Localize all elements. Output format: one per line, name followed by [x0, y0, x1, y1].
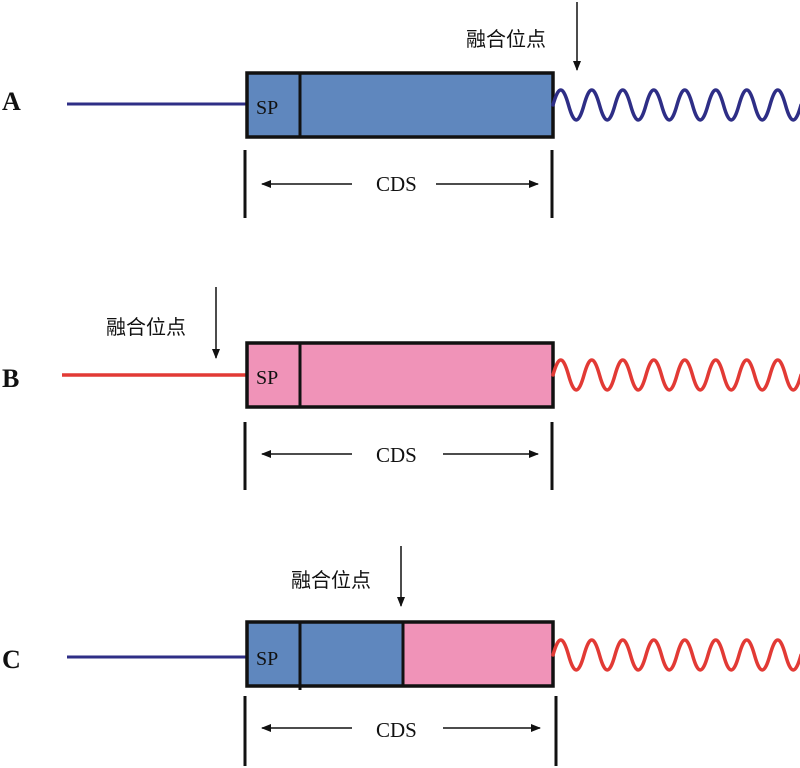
panel-a-fusion-label: 融合位点 — [466, 27, 546, 51]
panel-c-sp-label: SP — [256, 648, 278, 670]
panel-c-label: C — [2, 645, 21, 674]
panel-b: B SP 融合位点 CDS — [2, 287, 800, 490]
panel-b-sp-label: SP — [256, 367, 278, 389]
panel-a-cds-box — [245, 71, 555, 139]
panel-c-fusion-label: 融合位点 — [291, 568, 371, 592]
panel-a-sp-label: SP — [256, 97, 278, 119]
panel-a-label: A — [2, 87, 21, 116]
panel-b-label: B — [2, 364, 19, 393]
panel-b-cds-box — [245, 341, 555, 409]
panel-c: C SP 融合位点 CDS — [2, 546, 800, 766]
panel-c-cds-pink-segment — [403, 622, 553, 686]
panel-b-fusion-label: 融合位点 — [106, 315, 186, 339]
panel-b-downstream-wave — [551, 358, 800, 392]
panel-a: A SP 融合位点 CDS — [2, 2, 800, 218]
panel-c-cds-blue-segment — [247, 622, 403, 686]
panel-b-cds-label: CDS — [376, 443, 417, 467]
panel-a-downstream-wave — [551, 88, 800, 122]
panel-c-downstream-wave — [551, 638, 800, 672]
panel-c-cds-label: CDS — [376, 718, 417, 742]
panel-a-cds-label: CDS — [376, 172, 417, 196]
